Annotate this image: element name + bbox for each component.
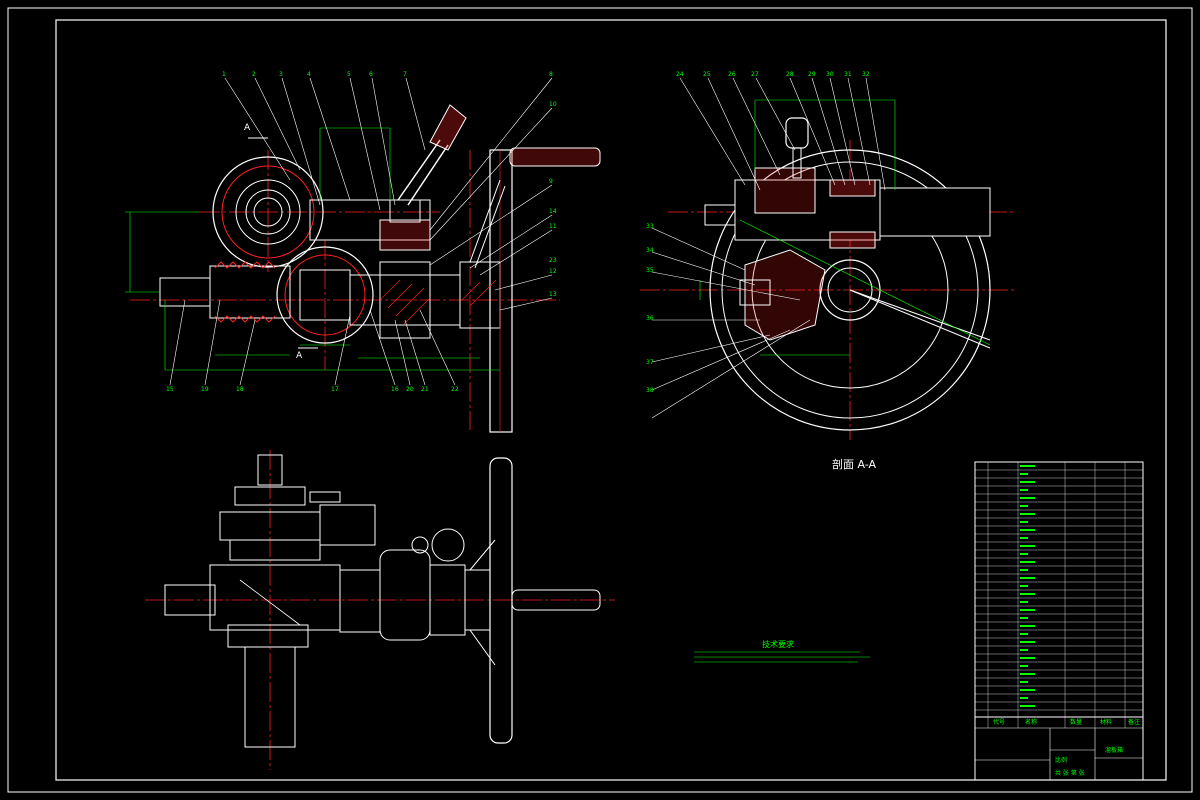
parts-list (974, 461, 1144, 728)
part-balloon-13: 13 (549, 291, 557, 298)
svg-text:A: A (244, 123, 251, 133)
part-balloon-36: 36 (646, 315, 654, 322)
part-balloon-4: 4 (307, 71, 311, 78)
part-balloon-22: 22 (451, 386, 459, 393)
top-view (145, 450, 615, 770)
part-balloon-30: 30 (826, 71, 834, 78)
drawing-name: 溜板箱 (1105, 746, 1123, 754)
part-balloon-34: 34 (646, 247, 654, 254)
part-balloon-32: 32 (862, 71, 870, 78)
inner-frame (55, 19, 1167, 781)
part-balloon-25: 25 (703, 71, 711, 78)
main-view: A A (125, 77, 601, 433)
part-balloon-5: 5 (347, 71, 351, 78)
part-balloon-6: 6 (369, 71, 373, 78)
parts-list-header: 代号 (993, 718, 1005, 726)
parts-list-header: 材料 (1100, 718, 1112, 726)
section-arrow-bottom: A (296, 347, 318, 361)
part-balloon-26: 26 (728, 71, 736, 78)
part-balloon-19: 19 (201, 386, 209, 393)
part-balloon-14: 14 (549, 208, 557, 215)
section-label: 剖面 A-A (832, 457, 877, 471)
tech-req-title: 技术要求 (762, 639, 794, 649)
parts-list-header: 备注 (1128, 718, 1140, 726)
part-balloon-20: 20 (406, 386, 414, 393)
title-block: 溜板箱 比例 共 张 第 张 代号 名称 数量 材料 备注 (974, 716, 1144, 781)
svg-text:A: A (296, 351, 303, 361)
part-balloon-9: 9 (549, 178, 553, 185)
part-balloon-7: 7 (403, 71, 407, 78)
parts-list-header: 名称 (1025, 718, 1037, 726)
part-balloon-38: 38 (646, 387, 654, 394)
part-balloon-21: 21 (421, 386, 429, 393)
part-balloon-31: 31 (844, 71, 852, 78)
technical-requirements: 技术要求 (694, 639, 870, 663)
part-balloon-16: 16 (391, 386, 399, 393)
part-balloon-28: 28 (786, 71, 794, 78)
part-balloon-33: 33 (646, 223, 654, 230)
part-balloons-section-view: 24 25 26 27 28 29 30 31 32 33 34 35 36 37 38 (646, 71, 870, 394)
part-balloon-23: 23 (549, 257, 557, 264)
part-balloon-29: 29 (808, 71, 816, 78)
outer-frame (7, 7, 1193, 793)
part-balloon-11: 11 (549, 223, 557, 230)
part-balloon-8: 8 (549, 71, 553, 78)
part-balloon-3: 3 (279, 71, 283, 78)
part-balloon-37: 37 (646, 359, 654, 366)
scale-label: 比例 (1055, 756, 1067, 764)
sheet-label: 共 张 第 张 (1055, 769, 1085, 777)
part-balloon-27: 27 (751, 71, 759, 78)
part-balloon-24: 24 (676, 71, 684, 78)
part-balloon-1: 1 (222, 71, 226, 78)
parts-list-header: 数量 (1070, 718, 1082, 726)
part-balloon-15: 15 (166, 386, 174, 393)
part-balloon-17: 17 (331, 386, 339, 393)
part-balloon-35: 35 (646, 267, 654, 274)
section-arrow-top: A (244, 123, 268, 139)
section-view: 剖面 A-A (640, 77, 1015, 471)
part-balloon-18: 18 (236, 386, 244, 393)
part-balloon-12: 12 (549, 268, 557, 275)
part-balloon-10: 10 (549, 101, 557, 108)
part-balloon-2: 2 (252, 71, 256, 78)
